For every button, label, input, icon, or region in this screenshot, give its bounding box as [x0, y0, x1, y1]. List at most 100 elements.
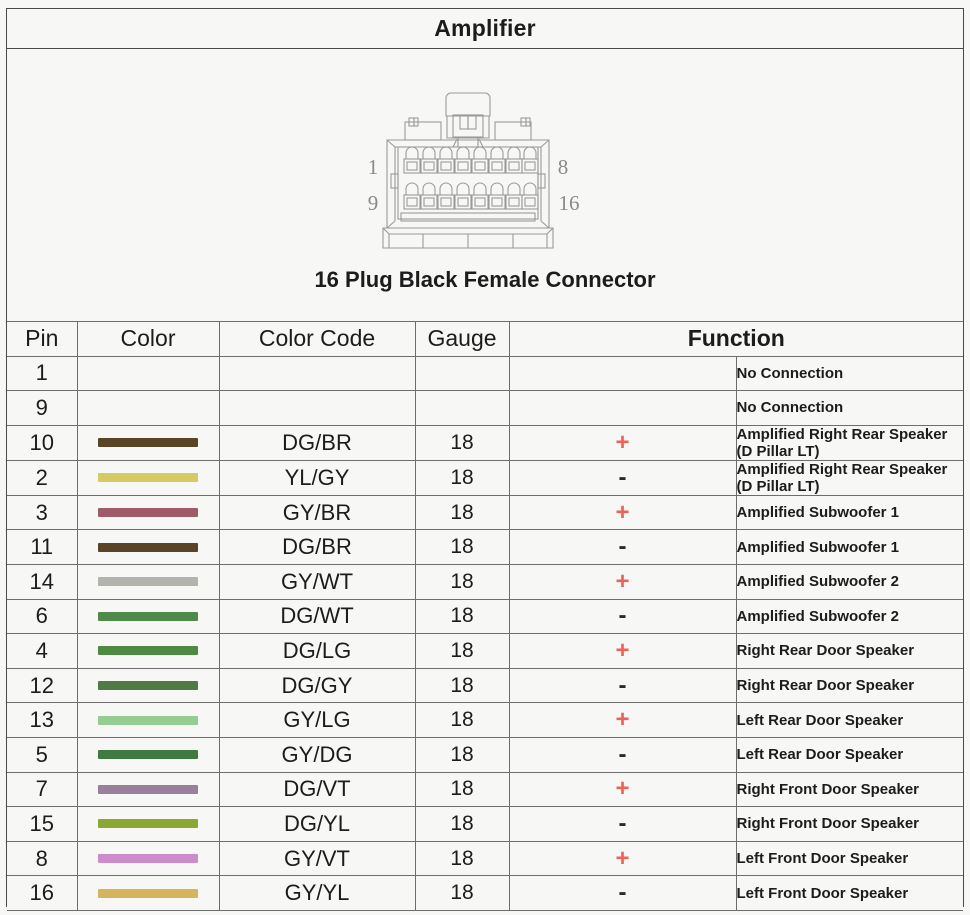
cell-polarity: +: [509, 633, 737, 669]
cell-gauge: 18: [415, 494, 510, 531]
cell-function: Right Rear Door Speaker: [736, 633, 963, 669]
cell-pin: 12: [7, 667, 78, 704]
wire-color-swatch: [98, 542, 198, 552]
cell-polarity: +: [509, 563, 737, 600]
cell-pin: 10: [7, 424, 78, 461]
cell-color-swatch: [77, 875, 220, 911]
cell-function: Right Front Door Speaker: [736, 771, 963, 808]
cell-color-code: DG/BR: [219, 529, 416, 565]
cell-pin: 11: [7, 529, 78, 565]
cell-color-code: GY/BR: [219, 494, 416, 531]
cell-function: Right Front Door Speaker: [736, 806, 963, 842]
diagram-frame: Amplifier: [6, 8, 964, 911]
cell-pin: 2: [7, 459, 78, 496]
cell-color-swatch: [77, 494, 220, 531]
cell-color-swatch: [77, 840, 220, 877]
cell-polarity: +: [509, 771, 737, 808]
cell-function: Amplified Subwoofer 1: [736, 529, 963, 565]
wire-color-swatch: [98, 508, 198, 518]
cell-pin: 3: [7, 494, 78, 531]
cell-gauge: 18: [415, 667, 510, 704]
cell-gauge: [415, 390, 510, 426]
cell-function: Left Front Door Speaker: [736, 875, 963, 911]
cell-gauge: 18: [415, 806, 510, 842]
cell-color-swatch: [77, 702, 220, 738]
cell-pin: 9: [7, 390, 78, 426]
cell-polarity: [509, 390, 737, 426]
cell-polarity: -: [509, 875, 737, 911]
cell-color-code: [219, 390, 416, 426]
cell-color-code: GY/WT: [219, 563, 416, 600]
cell-polarity: -: [509, 667, 737, 704]
cell-pin: 16: [7, 875, 78, 911]
cell-function: Right Rear Door Speaker: [736, 667, 963, 704]
table-header-row: Pin Color Color Code Gauge Function: [7, 321, 963, 357]
cell-polarity: -: [509, 806, 737, 842]
cell-gauge: 18: [415, 633, 510, 669]
cell-color-code: DG/VT: [219, 771, 416, 808]
cell-gauge: 18: [415, 424, 510, 461]
cell-pin: 8: [7, 840, 78, 877]
cell-color-swatch: [77, 355, 220, 392]
wire-color-swatch: [98, 438, 198, 448]
wire-color-swatch: [98, 854, 198, 864]
cell-gauge: 18: [415, 598, 510, 635]
cell-polarity: +: [509, 494, 737, 531]
cell-polarity: +: [509, 840, 737, 877]
cell-polarity: -: [509, 529, 737, 565]
cell-gauge: [415, 355, 510, 392]
wire-color-swatch: [98, 681, 198, 691]
cell-color-swatch: [77, 771, 220, 808]
connector-pin-label-bottom-right: 16: [559, 191, 580, 215]
cell-pin: 13: [7, 702, 78, 738]
cell-function: Left Rear Door Speaker: [736, 736, 963, 773]
cell-polarity: -: [509, 736, 737, 773]
cell-color-swatch: [77, 529, 220, 565]
cell-color-code: GY/VT: [219, 840, 416, 877]
cell-pin: 6: [7, 598, 78, 635]
cell-color-swatch: [77, 633, 220, 669]
cell-function: Amplified Subwoofer 2: [736, 563, 963, 600]
table-row: 9 No Connection: [7, 390, 963, 426]
cell-color-swatch: [77, 424, 220, 461]
wire-color-swatch: [98, 611, 198, 621]
cell-pin: 4: [7, 633, 78, 669]
cell-function: Amplified Subwoofer 1: [736, 494, 963, 531]
column-header-color: Color: [77, 321, 220, 357]
cell-gauge: 18: [415, 563, 510, 600]
page-title-bar: Amplifier: [7, 9, 963, 49]
cell-color-code: DG/WT: [219, 598, 416, 635]
cell-color-swatch: [77, 667, 220, 704]
cell-function: No Connection: [736, 390, 963, 426]
cell-color-code: GY/LG: [219, 702, 416, 738]
cell-function: Amplified Right Rear Speaker (D Pillar L…: [736, 424, 963, 461]
cell-gauge: 18: [415, 875, 510, 911]
wire-color-swatch: [98, 715, 198, 725]
cell-color-code: GY/DG: [219, 736, 416, 773]
cell-polarity: +: [509, 702, 737, 738]
wire-color-swatch: [98, 888, 198, 898]
connector-pin-label-top-right: 8: [558, 155, 569, 179]
page-title: Amplifier: [434, 15, 536, 41]
cell-polarity: -: [509, 459, 737, 496]
column-header-gauge: Gauge: [415, 321, 510, 357]
column-header-color-code: Color Code: [219, 321, 416, 357]
cell-color-code: YL/GY: [219, 459, 416, 496]
cell-polarity: [509, 355, 737, 392]
cell-pin: 14: [7, 563, 78, 600]
cell-color-swatch: [77, 459, 220, 496]
column-header-pin: Pin: [7, 321, 78, 357]
